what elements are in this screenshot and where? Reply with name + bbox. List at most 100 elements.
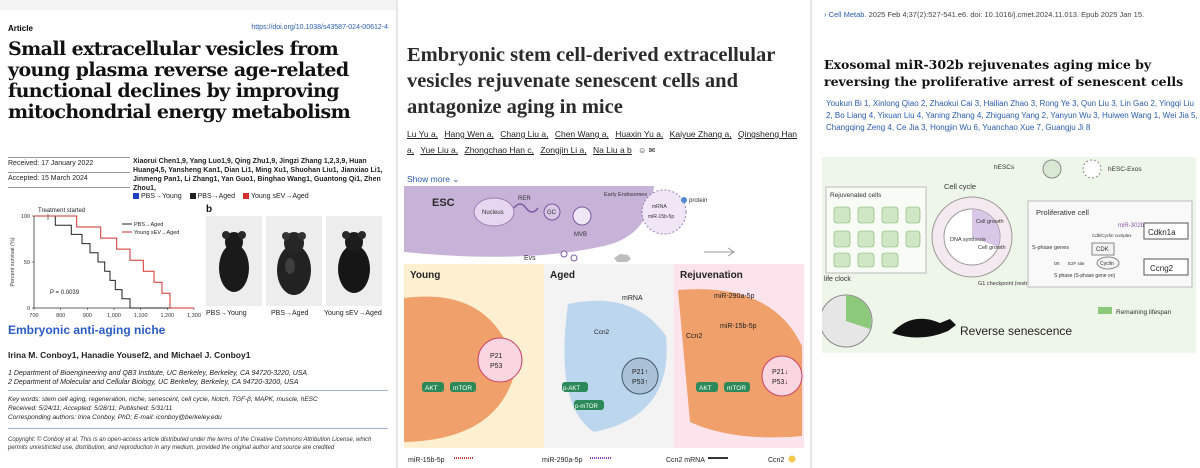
young-nucleus bbox=[477, 337, 523, 383]
survival-line-series bbox=[34, 215, 194, 309]
panel-b-label: b bbox=[206, 204, 213, 215]
mir290-label: miR-290a-5p bbox=[714, 293, 755, 300]
legend-swatch bbox=[189, 193, 196, 199]
ccng2-box bbox=[1143, 258, 1189, 276]
rej-mtor-box bbox=[724, 382, 750, 392]
author-link[interactable]: Hang Wen a, bbox=[444, 129, 494, 139]
keywords: Key words: stem cell aging, regeneration… bbox=[8, 396, 318, 403]
annotation-treatment-started: Treatment started bbox=[38, 208, 85, 214]
mouse-icon bbox=[892, 318, 956, 338]
aged-cell bbox=[564, 300, 667, 432]
ev-particle bbox=[570, 254, 578, 262]
pakt-label: p-AKT bbox=[563, 386, 580, 392]
cell-cycle-label: Cell cycle bbox=[944, 182, 976, 191]
rejuvenated-cell bbox=[678, 289, 802, 438]
author-link[interactable]: Chen Wang a, bbox=[554, 129, 609, 139]
rej-akt-box bbox=[696, 382, 718, 392]
ev-mir-label: miR-15b-5p bbox=[648, 214, 674, 220]
publication-dates: Received: 5/24/11; Accepted: 5/28/11; Pu… bbox=[8, 405, 173, 412]
cell-growth-2-label: Cell growth bbox=[978, 245, 1006, 251]
rer-shape bbox=[513, 203, 539, 213]
p21-label: P21 bbox=[490, 353, 503, 360]
hesc-icon bbox=[1042, 159, 1062, 179]
author-link[interactable]: Zongjin Li a, bbox=[540, 145, 587, 155]
mouse-image bbox=[277, 232, 311, 295]
author-link[interactable]: Qingsheng Han a, bbox=[407, 129, 798, 155]
x-tick-label: 900 bbox=[83, 313, 92, 319]
cdk-label: CDK bbox=[1096, 247, 1109, 253]
author-contact-icon[interactable]: ☺ ✉ bbox=[638, 146, 656, 155]
ccng2-label: Ccng2 bbox=[1150, 264, 1174, 273]
hescs-label: hESCs bbox=[994, 164, 1015, 171]
proliferative-cell-label: Proliferative cell bbox=[1036, 208, 1089, 217]
p21-up-label: P21↑ bbox=[632, 369, 648, 376]
paper-panel-mir302b: › Cell Metab. 2025 Feb 4;37(2):527-541.e… bbox=[812, 0, 1200, 468]
ev-zoom-circle bbox=[641, 189, 687, 235]
author-list: Xiaorui Chen1,9, Yang Luo1,9, Qing Zhu1,… bbox=[133, 158, 383, 192]
pmtor-label: p-mTOR bbox=[575, 404, 599, 410]
legend-item: PBS→Aged bbox=[189, 193, 235, 200]
author-link[interactable]: Yue Liu a, bbox=[420, 145, 459, 155]
y-tick-label: 100 bbox=[21, 214, 30, 220]
graphical-abstract-figure: ESC Nucleus RER GC MVB Early Endosomes m… bbox=[404, 186, 804, 464]
affiliation-1: 1 Department of Bioengineering and QB3 I… bbox=[8, 370, 308, 377]
p53-label: P53 bbox=[490, 363, 503, 370]
journal-link[interactable]: › Cell Metab. bbox=[824, 10, 867, 19]
rer-label: RER bbox=[518, 196, 531, 202]
esc-label: ESC bbox=[432, 197, 455, 209]
pmtor-box bbox=[574, 400, 604, 410]
inline-legend-label: PBS→Aged bbox=[134, 222, 163, 228]
copyright-notice: Copyright: © Conboy et al. This is an op… bbox=[8, 437, 372, 451]
rej-mtor-label: mTOR bbox=[727, 385, 746, 392]
legend-mir290: miR-290a-5p bbox=[542, 457, 583, 464]
author-link[interactable]: Kaiyue Zhang a, bbox=[669, 129, 732, 139]
nucleus-label: Nucleus bbox=[482, 210, 504, 216]
legend-item: PBS→Young bbox=[133, 193, 182, 200]
gc-shape bbox=[543, 203, 561, 221]
citation-line: › Cell Metab. 2025 Feb 4;37(2):527-541.e… bbox=[824, 10, 1200, 19]
author-link[interactable]: Huaxin Yu a, bbox=[615, 129, 664, 139]
legend-ccn2-mrna: Ccn2 mRNA bbox=[666, 457, 705, 464]
remaining-swatch bbox=[1098, 307, 1112, 314]
mvb-shape bbox=[572, 206, 592, 226]
show-more-link[interactable]: Show more ⌄ bbox=[407, 174, 460, 184]
arrow-icon bbox=[704, 247, 735, 257]
author-link[interactable]: Zhongchao Han c, bbox=[464, 145, 534, 155]
affiliation-2: 2 Department of Molecular and Cellular B… bbox=[8, 379, 299, 386]
legend-ccn2-swatch bbox=[788, 455, 796, 463]
aged-mrna-label: mRNA bbox=[622, 295, 643, 302]
paper-panel-young-plasma: Article https://doi.org/10.1038/s43587-0… bbox=[0, 0, 396, 468]
doi-link[interactable]: https://doi.org/10.1038/s43587-024-00612… bbox=[251, 24, 388, 31]
y-tick-label: 0 bbox=[27, 306, 30, 312]
pakt-box bbox=[562, 382, 588, 392]
author-link[interactable]: Lu Yu a, bbox=[407, 129, 439, 139]
cell-cycle-slice bbox=[972, 209, 1000, 247]
p21-down-label: P21↓ bbox=[772, 369, 788, 376]
x-tick-label: 1,300 bbox=[187, 313, 201, 319]
mouse-photo bbox=[206, 216, 262, 306]
top-strip bbox=[0, 0, 396, 10]
x-tick-label: 1,200 bbox=[160, 313, 174, 319]
x-tick-label: 1,000 bbox=[107, 313, 121, 319]
rejuvenated-nucleus bbox=[761, 355, 803, 397]
article-type: Article bbox=[8, 24, 33, 33]
author-list: Lu Yu a, Hang Wen a, Chang Liu a, Chen W… bbox=[407, 126, 803, 159]
cdkn1a-label: Cdkn1a bbox=[1148, 228, 1176, 237]
mouse-caption: Young sEV→Aged bbox=[324, 310, 382, 317]
author-link[interactable]: Na Liu a b bbox=[593, 145, 632, 155]
panel-separator bbox=[396, 0, 398, 468]
accepted-date: Accepted: 15 March 2024 bbox=[8, 175, 88, 182]
legend-mir15: miR-15b-5p bbox=[408, 457, 445, 464]
paper-title: Small extracellular vesicles from young … bbox=[8, 38, 351, 123]
mouse-caption: PBS→Aged bbox=[271, 310, 309, 317]
cyclin-label: Cyclin bbox=[1100, 261, 1114, 267]
cell-grid bbox=[833, 206, 921, 268]
author-link[interactable]: Chang Liu a, bbox=[500, 129, 549, 139]
legend-swatch bbox=[133, 193, 139, 199]
author-list[interactable]: Youkun Bi 1, Xinlong Qiao 2, Zhaokui Cai… bbox=[826, 99, 1198, 132]
divider bbox=[8, 428, 388, 429]
young-label: Young bbox=[410, 270, 440, 281]
divider bbox=[8, 187, 130, 188]
esc-cell-shape bbox=[404, 186, 654, 257]
